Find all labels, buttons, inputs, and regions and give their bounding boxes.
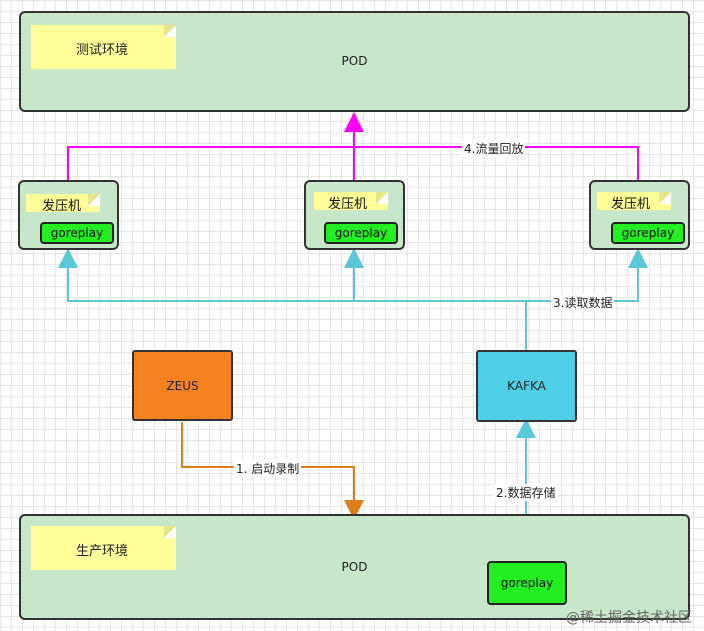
start-record-label: 1. 启动录制 — [234, 460, 302, 477]
read-label: 3.读取数据 — [551, 294, 615, 311]
prod-env-note: 生产环境 — [31, 526, 176, 570]
test-env-note-label: 测试环境 — [76, 43, 129, 58]
test-env-note: 测试环境 — [31, 25, 176, 69]
press-machine-2-note-label: 发压机 — [328, 197, 368, 212]
test-env-pod: 测试环境 POD — [19, 11, 690, 112]
press-machine-1-note: 发压机 — [26, 194, 100, 214]
replay-label: 4.流量回放 — [462, 140, 526, 157]
press-machine-1-goreplay: goreplay — [40, 222, 114, 244]
prod-goreplay: goreplay — [487, 561, 567, 605]
kafka-label: KAFKA — [507, 379, 546, 393]
press-machine-2: 发压机 goreplay — [304, 180, 405, 250]
press-machine-3: 发压机 goreplay — [589, 180, 690, 250]
prod-env-pod: 生产环境 POD goreplay — [19, 514, 690, 620]
test-env-pod-label: POD — [341, 54, 368, 68]
store-label: 2.数据存储 — [494, 484, 558, 501]
press-machine-1-note-label: 发压机 — [42, 199, 82, 214]
press-machine-3-goreplay: goreplay — [611, 222, 685, 244]
watermark: @稀土掘金技术社区 — [566, 610, 692, 626]
prod-env-pod-label: POD — [341, 560, 368, 574]
press-machine-3-note: 发压机 — [597, 192, 671, 212]
replay-connector — [67, 112, 639, 180]
press-machine-3-note-label: 发压机 — [611, 197, 651, 212]
zeus-label: ZEUS — [166, 378, 199, 393]
press-machine-1: 发压机 goreplay — [18, 180, 119, 250]
zeus-node: ZEUS — [132, 350, 233, 421]
prod-env-note-label: 生产环境 — [76, 544, 129, 559]
press-machine-2-note: 发压机 — [314, 192, 388, 212]
press-machine-2-goreplay: goreplay — [324, 222, 398, 244]
kafka-node: KAFKA — [476, 350, 577, 422]
